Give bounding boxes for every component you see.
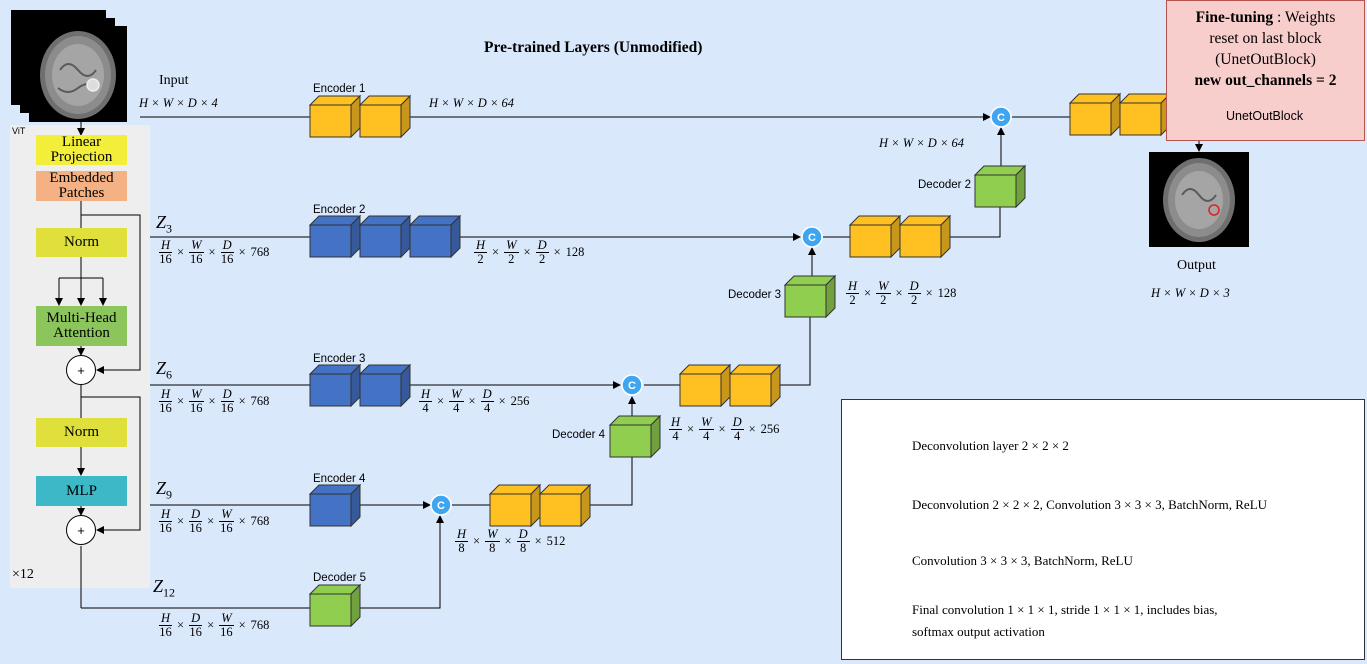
- z9-text: Z9: [156, 478, 173, 502]
- network-connections: [81, 113, 1203, 609]
- decoder3-label: Decoder 3: [728, 289, 782, 301]
- decoder5-label: Decoder 5: [313, 572, 367, 584]
- input-dims: H × W × D × 4: [139, 96, 218, 110]
- encoder1-output-dims: H × W × D × 64: [429, 96, 515, 110]
- concat-node-1: C: [990, 106, 1012, 128]
- stage1-conv-cube-1: [1068, 92, 1122, 137]
- z3-text: Z3: [156, 212, 173, 236]
- finetune-line4: new out_channels = 2: [1194, 72, 1337, 89]
- multi-head-attention-block: Multi-Head Attention: [36, 306, 127, 346]
- decoder4-cube: [608, 414, 662, 459]
- concat-letter: C: [997, 112, 1005, 124]
- z12-label: Z12: [153, 576, 175, 601]
- encoder1-label: Encoder 1: [313, 83, 366, 95]
- legend-item-orange: Convolution 3 × 3 × 3, BatchNorm, ReLU: [912, 553, 1133, 568]
- encoder3-cube-2: [358, 363, 412, 408]
- encoder4-cube: [308, 483, 362, 528]
- stage3-conv-cube-1: [678, 363, 732, 408]
- output-mri: [1149, 152, 1249, 247]
- encoder4-label: Encoder 4: [313, 473, 366, 485]
- concat-node-2: C: [801, 226, 823, 248]
- encoder1-cube-1: [308, 94, 362, 139]
- output-label: Output: [1177, 258, 1216, 273]
- z6-label: Z6: [156, 358, 172, 383]
- network-blocks: [308, 92, 1222, 628]
- stage2-conv-cube-1: [848, 214, 902, 259]
- concat-nodes: C C C C: [430, 106, 1012, 516]
- concat-letter: C: [628, 380, 636, 392]
- decoder2-label: Decoder 2: [918, 179, 972, 191]
- finetune-note: Fine-tuning : Weights reset on last bloc…: [1166, 0, 1365, 141]
- encoder3-cube-1: [308, 363, 362, 408]
- decoder5-cube: [308, 583, 362, 628]
- legend-item-blue: Deconvolution 2 × 2 × 2, Convolution 3 ×…: [912, 497, 1268, 512]
- diagram-title: Pre-trained Layers (Unmodified): [484, 39, 703, 56]
- mlp-block: MLP: [36, 476, 127, 506]
- input-mri-stack: [11, 10, 127, 122]
- stage3-conv-cube-2: [728, 363, 782, 408]
- norm-block-1: Norm: [36, 228, 127, 257]
- stage4-conv-cube-2: [538, 483, 592, 528]
- vit-repeat-label: ×12: [12, 567, 34, 582]
- z12-text: Z12: [153, 576, 176, 600]
- unet-out-block-label: UnetOutBlock: [1226, 109, 1304, 123]
- residual-add-2: +: [66, 515, 96, 545]
- z3-label: Z3: [156, 212, 172, 237]
- finetune-line1: : Weights: [1273, 9, 1336, 26]
- norm-block-2: Norm: [36, 418, 127, 447]
- encoder1-cube-2: [358, 94, 412, 139]
- encoder3-label: Encoder 3: [313, 353, 366, 365]
- vit-label: ViT: [12, 126, 26, 136]
- decoder3-cube: [783, 274, 837, 319]
- legend-item-gray-line2: softmax output activation: [912, 624, 1045, 639]
- finetune-line2: reset on last block: [1209, 30, 1322, 47]
- linear-projection-block: Linear Projection: [36, 135, 127, 165]
- legend-item-green: Deconvolution layer 2 × 2 × 2: [912, 438, 1069, 453]
- stage4-conv-cube-1: [488, 483, 542, 528]
- embedded-patches-block: Embedded Patches: [36, 171, 127, 201]
- decoder2-input-dims: H × W × D × 64: [879, 136, 965, 150]
- encoder2-label: Encoder 2: [313, 204, 366, 216]
- finetune-line3: (UnetOutBlock): [1215, 51, 1316, 68]
- stage2-conv-cube-2: [898, 214, 952, 259]
- legend: Deconvolution layer 2 × 2 × 2 Deconvolut…: [841, 399, 1365, 660]
- encoder2-cube-1: [308, 214, 362, 259]
- residual-add-1: +: [66, 355, 96, 385]
- concat-node-3: C: [621, 374, 643, 396]
- concat-node-4: C: [430, 494, 452, 516]
- legend-item-gray: Final convolution 1 × 1 × 1, stride 1 × …: [912, 602, 1218, 617]
- input-label: Input: [159, 73, 189, 88]
- stage1-conv-cube-2: [1118, 92, 1172, 137]
- decoder4-label: Decoder 4: [552, 429, 606, 441]
- concat-letter: C: [808, 232, 816, 244]
- vit-connections: [55, 122, 141, 608]
- z9-label: Z9: [156, 478, 172, 503]
- finetune-prefix: Fine-tuning: [1195, 9, 1274, 26]
- concat-letter: C: [437, 500, 445, 512]
- z6-text: Z6: [156, 358, 173, 382]
- output-dims: H × W × D × 3: [1151, 286, 1230, 300]
- encoder2-cube-2: [358, 214, 412, 259]
- decoder2-cube: [973, 164, 1027, 209]
- encoder2-cube-3: [408, 214, 462, 259]
